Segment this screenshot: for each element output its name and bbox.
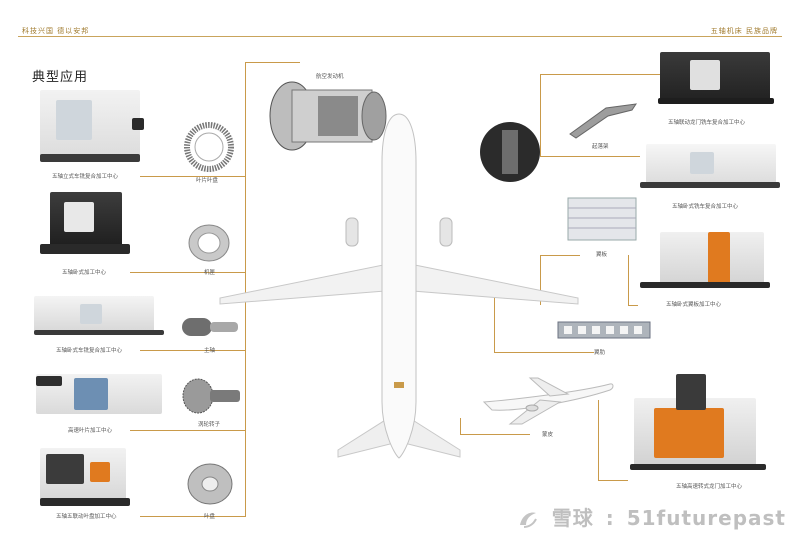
label-five-axis-horizontal-turn-mill: 五轴卧式车铣复合加工中心	[56, 348, 123, 354]
label-blade-disk: 叶片叶盘	[196, 178, 219, 184]
casing-part	[188, 224, 230, 262]
page-heading: 典型应用	[32, 70, 89, 85]
snowball-logo-icon	[519, 512, 537, 528]
watermark-handle: 51futurepast	[626, 506, 786, 530]
label-turbine-rotor: 涡轮转子	[198, 422, 221, 428]
wing-panel-part	[567, 197, 637, 241]
label-high-speed-blade-center: 高速叶片加工中心	[68, 428, 113, 434]
label-main-shaft: 主轴	[204, 348, 216, 354]
label-wing-rib: 翼肋	[594, 350, 606, 356]
label-five-axis-horizontal-panel-center: 五轴卧式翼板加工中心	[666, 302, 722, 308]
gantry-part	[569, 103, 638, 139]
label-aero-engine: 航空发动机	[316, 74, 344, 80]
blade-disk-part	[184, 122, 234, 172]
header-slogan-right: 五轴机床 民族品牌	[710, 27, 778, 35]
wing-rib-part	[557, 321, 651, 339]
label-fuselage: 蒙皮	[542, 432, 554, 438]
label-casing: 机匣	[204, 270, 216, 276]
aero-engine-part	[269, 81, 387, 151]
landing-gear-part	[480, 122, 540, 182]
main-shaft-part	[182, 318, 238, 336]
label-impeller: 叶盘	[204, 514, 216, 520]
label-five-axis-horizontal-turn-mill-2: 五轴卧式铣车复合加工中心	[672, 204, 739, 210]
watermark-brand: 雪球	[551, 506, 594, 530]
header-slogan-left: 科技兴国 德以安邦	[22, 27, 90, 35]
turbine-rotor-part	[182, 378, 240, 414]
impeller-part	[187, 463, 233, 505]
header-rule	[18, 36, 782, 37]
label-wing-panel: 翼板	[596, 252, 608, 258]
label-five-axis-horizontal: 五轴卧式加工中心	[62, 270, 107, 276]
watermark: 雪球 : 51futurepast	[516, 502, 786, 531]
label-five-axis-vertical-turn-mill: 五轴立式车铣复合加工中心	[52, 174, 119, 180]
aircraft-illustration	[219, 113, 579, 459]
label-landing-gear: 起落架	[592, 144, 609, 150]
label-five-axis-bridge-center: 五轴五联动叶盘加工中心	[56, 514, 117, 520]
label-five-axis-high-speed-gantry: 五轴高速转式龙门加工中心	[676, 484, 743, 490]
label-five-axis-gantry-turn-mill: 五轴联动龙门铣车复合加工中心	[668, 120, 746, 126]
small-aircraft-illustration	[482, 377, 614, 425]
